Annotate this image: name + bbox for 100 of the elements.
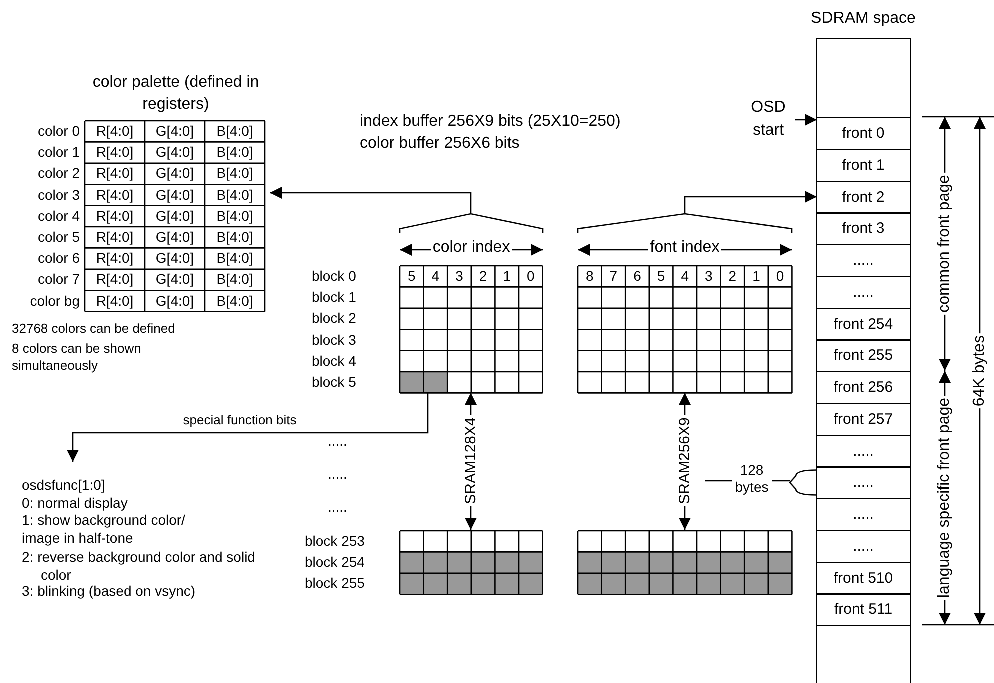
register-field: B[4:0] [205, 269, 265, 291]
bit-number: 1 [752, 267, 762, 286]
leader-line [704, 470, 818, 496]
memory-slot: front 0 [817, 117, 910, 150]
arrow [577, 191, 818, 234]
register-field: B[4:0] [205, 142, 265, 164]
bit-number: 0 [775, 267, 786, 286]
arrow [795, 114, 817, 126]
ellipsis: ..... [328, 499, 348, 516]
heading: color palette (defined in registers) [92, 73, 260, 115]
register-field: R[4:0] [85, 269, 145, 291]
block-label: block 4 [312, 352, 356, 371]
list-item: 3: blinking (based on vsync) [22, 582, 197, 600]
bit-number: 8 [585, 267, 595, 286]
register-field: B[4:0] [205, 290, 265, 312]
register-field: R[4:0] [85, 184, 145, 206]
block-label: block 255 [305, 574, 365, 594]
memory-slot: front 511 [817, 593, 910, 626]
register-field: G[4:0] [145, 269, 205, 291]
arrow [67, 393, 429, 462]
register-field: B[4:0] [205, 248, 265, 270]
ellipsis: ..... [328, 433, 348, 450]
register-field: G[4:0] [145, 227, 205, 248]
row-label: color 5 [36, 228, 80, 247]
memory-slot: front 510 [817, 562, 910, 594]
register-field: G[4:0] [145, 163, 205, 185]
memory-slot: front 255 [817, 339, 910, 372]
bit-number: 1 [502, 267, 512, 286]
register-field: G[4:0] [145, 206, 205, 227]
memory-slot: ..... [817, 434, 910, 468]
register-field: B[4:0] [205, 121, 265, 142]
register-field: G[4:0] [145, 121, 205, 142]
block-label: block 1 [312, 288, 356, 308]
register-field: G[4:0] [145, 248, 205, 270]
pointer-label-text: OSD start [750, 98, 787, 141]
list-item: osdsfunc[1:0] [22, 476, 106, 494]
register-field: R[4:0] [85, 227, 145, 248]
row-label: color bg [29, 292, 80, 311]
list-item: 0: normal display [22, 494, 129, 512]
register-field: R[4:0] [85, 142, 145, 164]
buffer-note: index buffer 256X9 bits (25X10=250) [360, 113, 621, 132]
row-label: color 7 [36, 270, 80, 290]
memory-slot: front 257 [817, 402, 910, 436]
row-label: color 1 [36, 143, 80, 162]
block-label: block 3 [312, 330, 356, 350]
bit-number: 7 [608, 267, 619, 286]
memory-slot: ..... [817, 498, 910, 531]
bit-number: 6 [632, 267, 642, 286]
memory-slot: ..... [817, 244, 910, 277]
block-label: block 254 [305, 553, 365, 572]
list-item: 2: reverse background color and solid color [22, 548, 256, 584]
register-field: B[4:0] [205, 227, 265, 248]
memory-slot: front 3 [817, 212, 910, 246]
memory-slot: front 256 [817, 371, 910, 404]
block-label: block 253 [305, 532, 365, 551]
register-field: R[4:0] [85, 121, 145, 142]
memory-slot: front 2 [817, 180, 910, 214]
bit-number: 4 [430, 267, 441, 286]
memory-slot: ..... [817, 276, 910, 309]
buffer-note: color buffer 256X6 bits [360, 135, 520, 154]
row-label: color 0 [36, 122, 80, 141]
row-label: color 2 [36, 164, 80, 184]
register-field: R[4:0] [85, 206, 145, 227]
block-label: block 0 [312, 267, 356, 286]
register-field: G[4:0] [145, 184, 205, 206]
edge-label: special function bits [181, 414, 299, 428]
register-field: B[4:0] [205, 206, 265, 227]
list-item: 1: show background color/ image in half-tone [22, 511, 186, 547]
palette-note: 8 colors can be shown simultaneously [12, 340, 142, 374]
bit-number: 0 [526, 267, 536, 286]
memory-slot: front 254 [817, 308, 910, 340]
register-field: G[4:0] [145, 142, 205, 164]
memory-slot: front 1 [817, 148, 910, 182]
size-label-text: 128 bytes [734, 462, 770, 496]
register-field: B[4:0] [205, 184, 265, 206]
heading: SDRAM space [810, 10, 917, 28]
bit-number: 4 [680, 267, 690, 286]
register-field: G[4:0] [145, 290, 205, 312]
memory-slot: ..... [817, 466, 910, 500]
bit-number: 2 [728, 267, 738, 286]
bit-number: 5 [656, 267, 666, 286]
row-label: color 3 [36, 186, 80, 205]
register-field: R[4:0] [85, 163, 145, 185]
palette-note: 32768 colors can be defined [12, 322, 176, 337]
bit-number: 3 [704, 267, 714, 286]
arrow [269, 187, 544, 234]
dimension-label: common front page [936, 173, 954, 315]
dimension-label: language specific front page [936, 396, 954, 600]
row-label: color 4 [36, 206, 80, 226]
bit-number: 3 [454, 267, 464, 286]
row-label: color 6 [36, 249, 80, 268]
register-field: R[4:0] [85, 248, 145, 270]
register-field: B[4:0] [205, 163, 265, 185]
memory-slot: ..... [817, 530, 910, 563]
block-label: block 5 [312, 373, 356, 392]
register-field: R[4:0] [85, 290, 145, 312]
memory-column [816, 38, 911, 683]
ellipsis: ..... [328, 466, 348, 482]
bit-number: 5 [407, 267, 417, 286]
bit-number: 2 [478, 267, 488, 286]
